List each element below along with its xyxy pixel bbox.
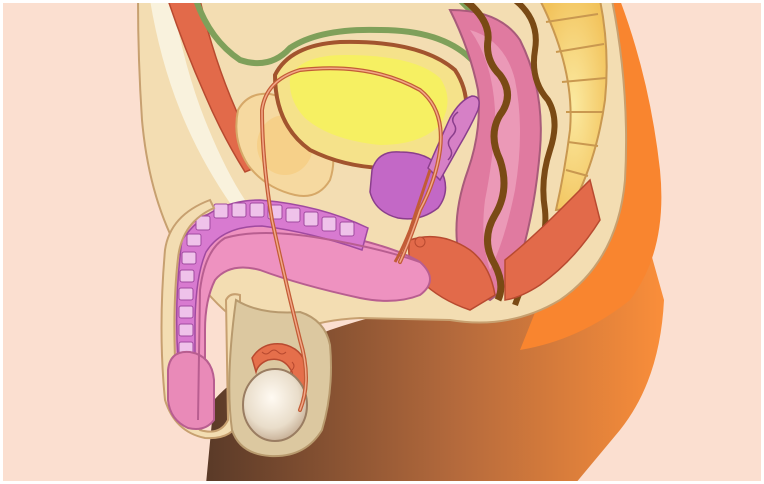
testis xyxy=(243,369,307,441)
glans xyxy=(168,352,214,429)
bulbourethral-gland xyxy=(415,237,425,247)
